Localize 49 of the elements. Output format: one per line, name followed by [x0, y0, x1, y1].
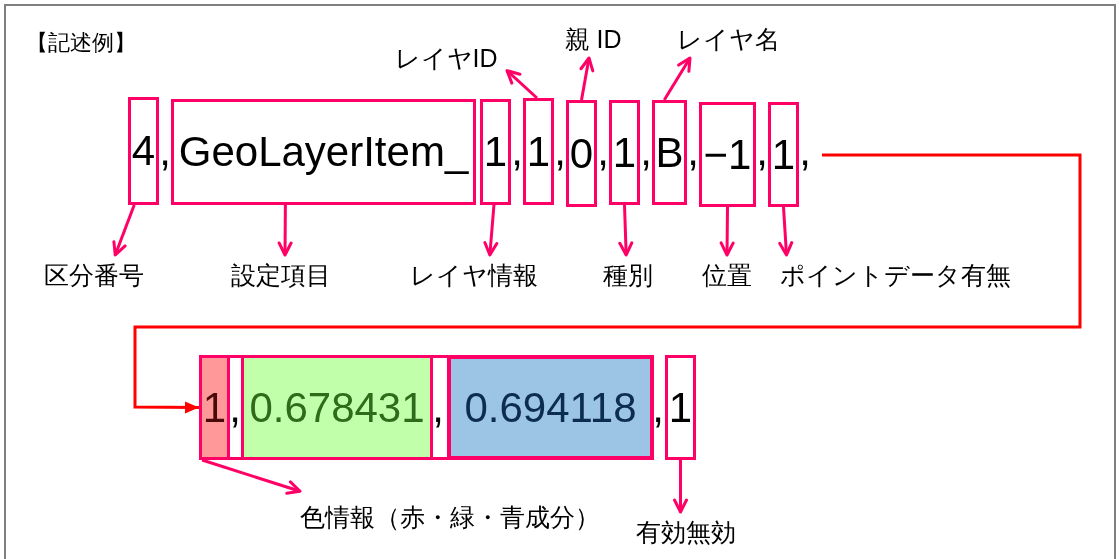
value-box: 0.694118 — [447, 355, 654, 460]
value-box: 0.678431 — [241, 355, 433, 460]
value-box: 1 — [665, 355, 696, 460]
value-box: 1 — [480, 99, 511, 205]
comma: , — [432, 383, 444, 433]
arrow — [662, 56, 692, 101]
comma: , — [756, 126, 768, 176]
field-label: 区分番号 — [35, 255, 153, 295]
field-label: レイヤ情報 — [408, 255, 540, 295]
field-label: 有効無効 — [625, 512, 747, 552]
arrow — [277, 205, 293, 257]
comma: , — [511, 126, 523, 176]
value-box: GeoLayerItem_ — [171, 99, 476, 205]
heading: 【記述例】 — [26, 29, 136, 57]
value-box: −1 — [699, 102, 756, 207]
value-box: 1 — [523, 98, 554, 205]
comma: , — [159, 126, 171, 176]
comma: , — [597, 126, 609, 176]
field-label: 種別 — [598, 255, 658, 295]
field-label: 位置 — [697, 255, 757, 295]
arrow — [201, 458, 302, 495]
value-box: 1 — [768, 102, 799, 207]
comma: , — [687, 126, 699, 176]
value-box: 4 — [128, 97, 159, 205]
field-label: レイヤID — [385, 40, 507, 76]
comma: , — [554, 126, 566, 176]
arrow — [483, 204, 499, 257]
arrow — [505, 69, 538, 100]
comma: , — [799, 126, 811, 176]
group-box — [199, 355, 652, 460]
field-label: 色情報（赤・緑・青成分） — [300, 478, 600, 556]
field-label: 親 ID — [553, 20, 633, 58]
arrow — [618, 204, 634, 257]
value-box: 1 — [199, 355, 230, 460]
value-box: 1 — [609, 100, 640, 205]
field-label: ポイントデータ有無 — [782, 255, 1008, 295]
comma: , — [640, 126, 652, 176]
value-box: B — [652, 100, 687, 205]
comma: , — [229, 383, 241, 433]
arrow — [719, 207, 735, 257]
arrow — [579, 56, 595, 101]
value-box: 0 — [566, 100, 597, 207]
arrow — [778, 206, 794, 257]
field-label: レイヤ名 — [678, 20, 778, 58]
comma: , — [652, 383, 664, 433]
arrow — [112, 204, 136, 257]
arrow — [673, 460, 688, 514]
connector-arrow — [133, 153, 1082, 414]
field-label: 設定項目 — [222, 255, 340, 295]
